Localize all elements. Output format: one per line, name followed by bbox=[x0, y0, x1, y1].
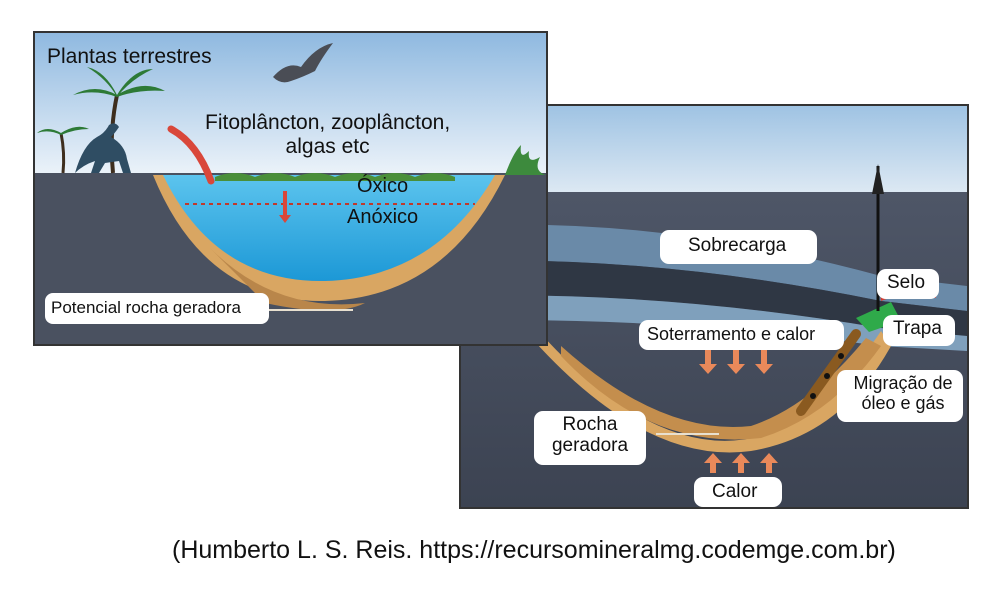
plankton-label-line1: Fitoplâncton, zooplâncton, bbox=[205, 111, 451, 134]
source-rock-label-line2: geradora bbox=[551, 434, 629, 456]
sediment-streak bbox=[210, 248, 365, 311]
depositional-environment-panel: Plantas terrestres Fitoplâncton, zooplân… bbox=[33, 31, 548, 346]
oxic-label: Óxico bbox=[357, 175, 409, 197]
migration-path bbox=[796, 329, 861, 416]
depositional-environment-illustration bbox=[35, 33, 546, 344]
oil-droplet bbox=[824, 373, 830, 379]
migration-label-line2: óleo e gás bbox=[861, 392, 945, 413]
plankton-label-line2: algas etc bbox=[285, 134, 370, 158]
heat-label: Calor bbox=[694, 477, 782, 507]
pterosaur-icon bbox=[273, 43, 333, 83]
figure-caption: (Humberto L. S. Reis. https://recursomin… bbox=[172, 536, 896, 564]
oil-droplet bbox=[810, 393, 816, 399]
potential-source-rock-label: Potencial rocha geradora bbox=[45, 293, 269, 324]
heat-arrows bbox=[704, 453, 778, 473]
anoxic-label: Anóxico bbox=[347, 206, 419, 228]
redox-arrow bbox=[279, 191, 291, 223]
palm-tree-icon bbox=[37, 126, 89, 174]
migration-label-line1: Migração de bbox=[853, 373, 953, 393]
derrick-icon bbox=[872, 164, 884, 194]
runoff-arrow bbox=[167, 125, 215, 185]
plankton-label: Fitoplâncton, zooplâncton, algas etc bbox=[205, 111, 450, 158]
dinosaur-icon bbox=[75, 123, 131, 173]
shore-plants-icon bbox=[505, 145, 546, 175]
migration-label: Migração de óleo e gás bbox=[837, 370, 963, 422]
algae bbox=[215, 173, 455, 181]
burial-arrows bbox=[699, 346, 773, 374]
burial-heat-label: Soterramento e calor bbox=[639, 320, 844, 350]
land-plants-label: Plantas terrestres bbox=[47, 45, 212, 68]
source-rock-label-line1: Rocha bbox=[562, 414, 618, 435]
source-rock-label: Rocha geradora bbox=[534, 411, 646, 465]
overburden-label: Sobrecarga bbox=[660, 230, 817, 264]
trap-label: Trapa bbox=[883, 315, 955, 346]
oil-droplet bbox=[838, 353, 844, 359]
water-body bbox=[163, 175, 495, 282]
stratum-layer bbox=[461, 224, 967, 311]
stratum-layer bbox=[461, 260, 967, 336]
seal-label: Selo bbox=[877, 269, 939, 299]
